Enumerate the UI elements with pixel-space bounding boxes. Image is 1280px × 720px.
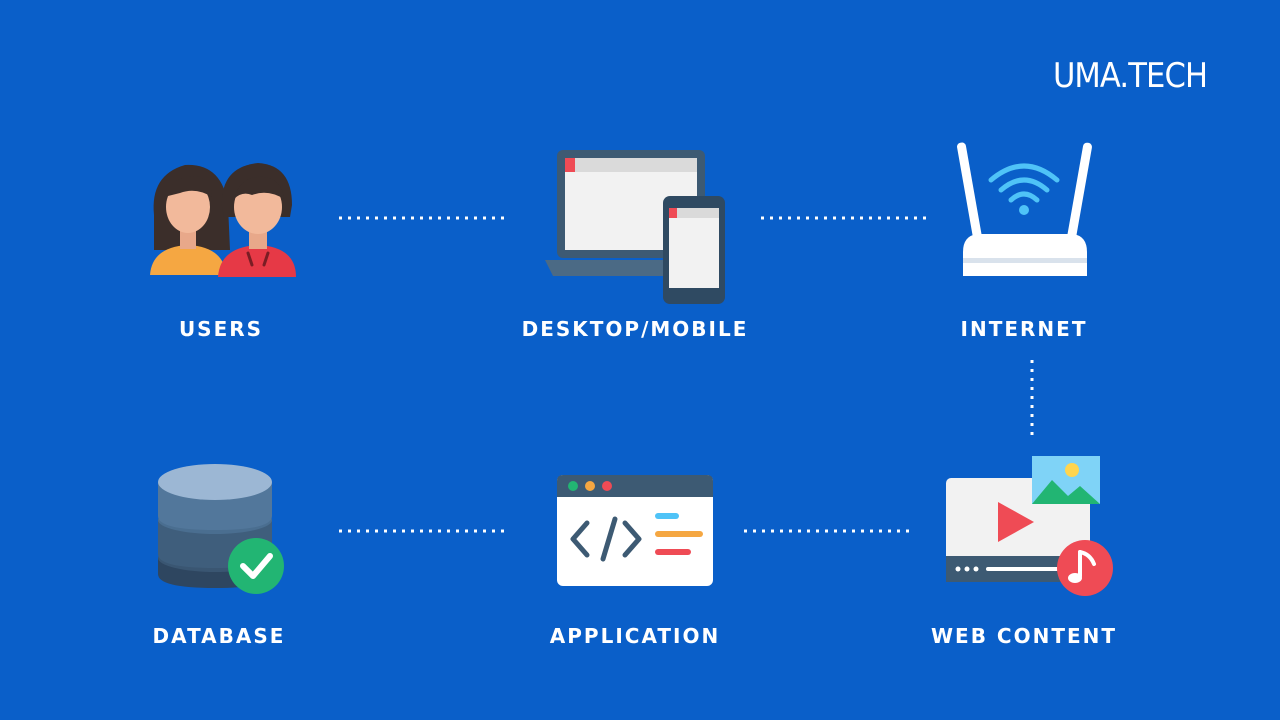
media-content-icon — [946, 456, 1113, 596]
connector-application-database — [339, 529, 509, 533]
label-internet: INTERNET — [960, 317, 1088, 341]
label-users: USERS — [178, 317, 264, 341]
label-application: APPLICATION — [549, 624, 721, 648]
desktop-mobile-icon — [545, 150, 725, 304]
connector-internet-webcontent — [1030, 360, 1034, 436]
connector-desktop-internet — [761, 216, 931, 220]
connector-users-desktop — [339, 216, 509, 220]
code-window-icon — [557, 475, 713, 586]
users-icon — [150, 163, 296, 277]
brand-logo-text: UMA.TECH — [1052, 56, 1208, 96]
database-check-icon — [158, 464, 284, 594]
label-web-content: WEB CONTENT — [930, 624, 1118, 648]
label-database: DATABASE — [152, 624, 286, 648]
router-wifi-icon — [957, 142, 1092, 276]
connector-webcontent-application — [744, 529, 914, 533]
label-desktop-mobile: DESKTOP/MOBILE — [521, 317, 749, 341]
